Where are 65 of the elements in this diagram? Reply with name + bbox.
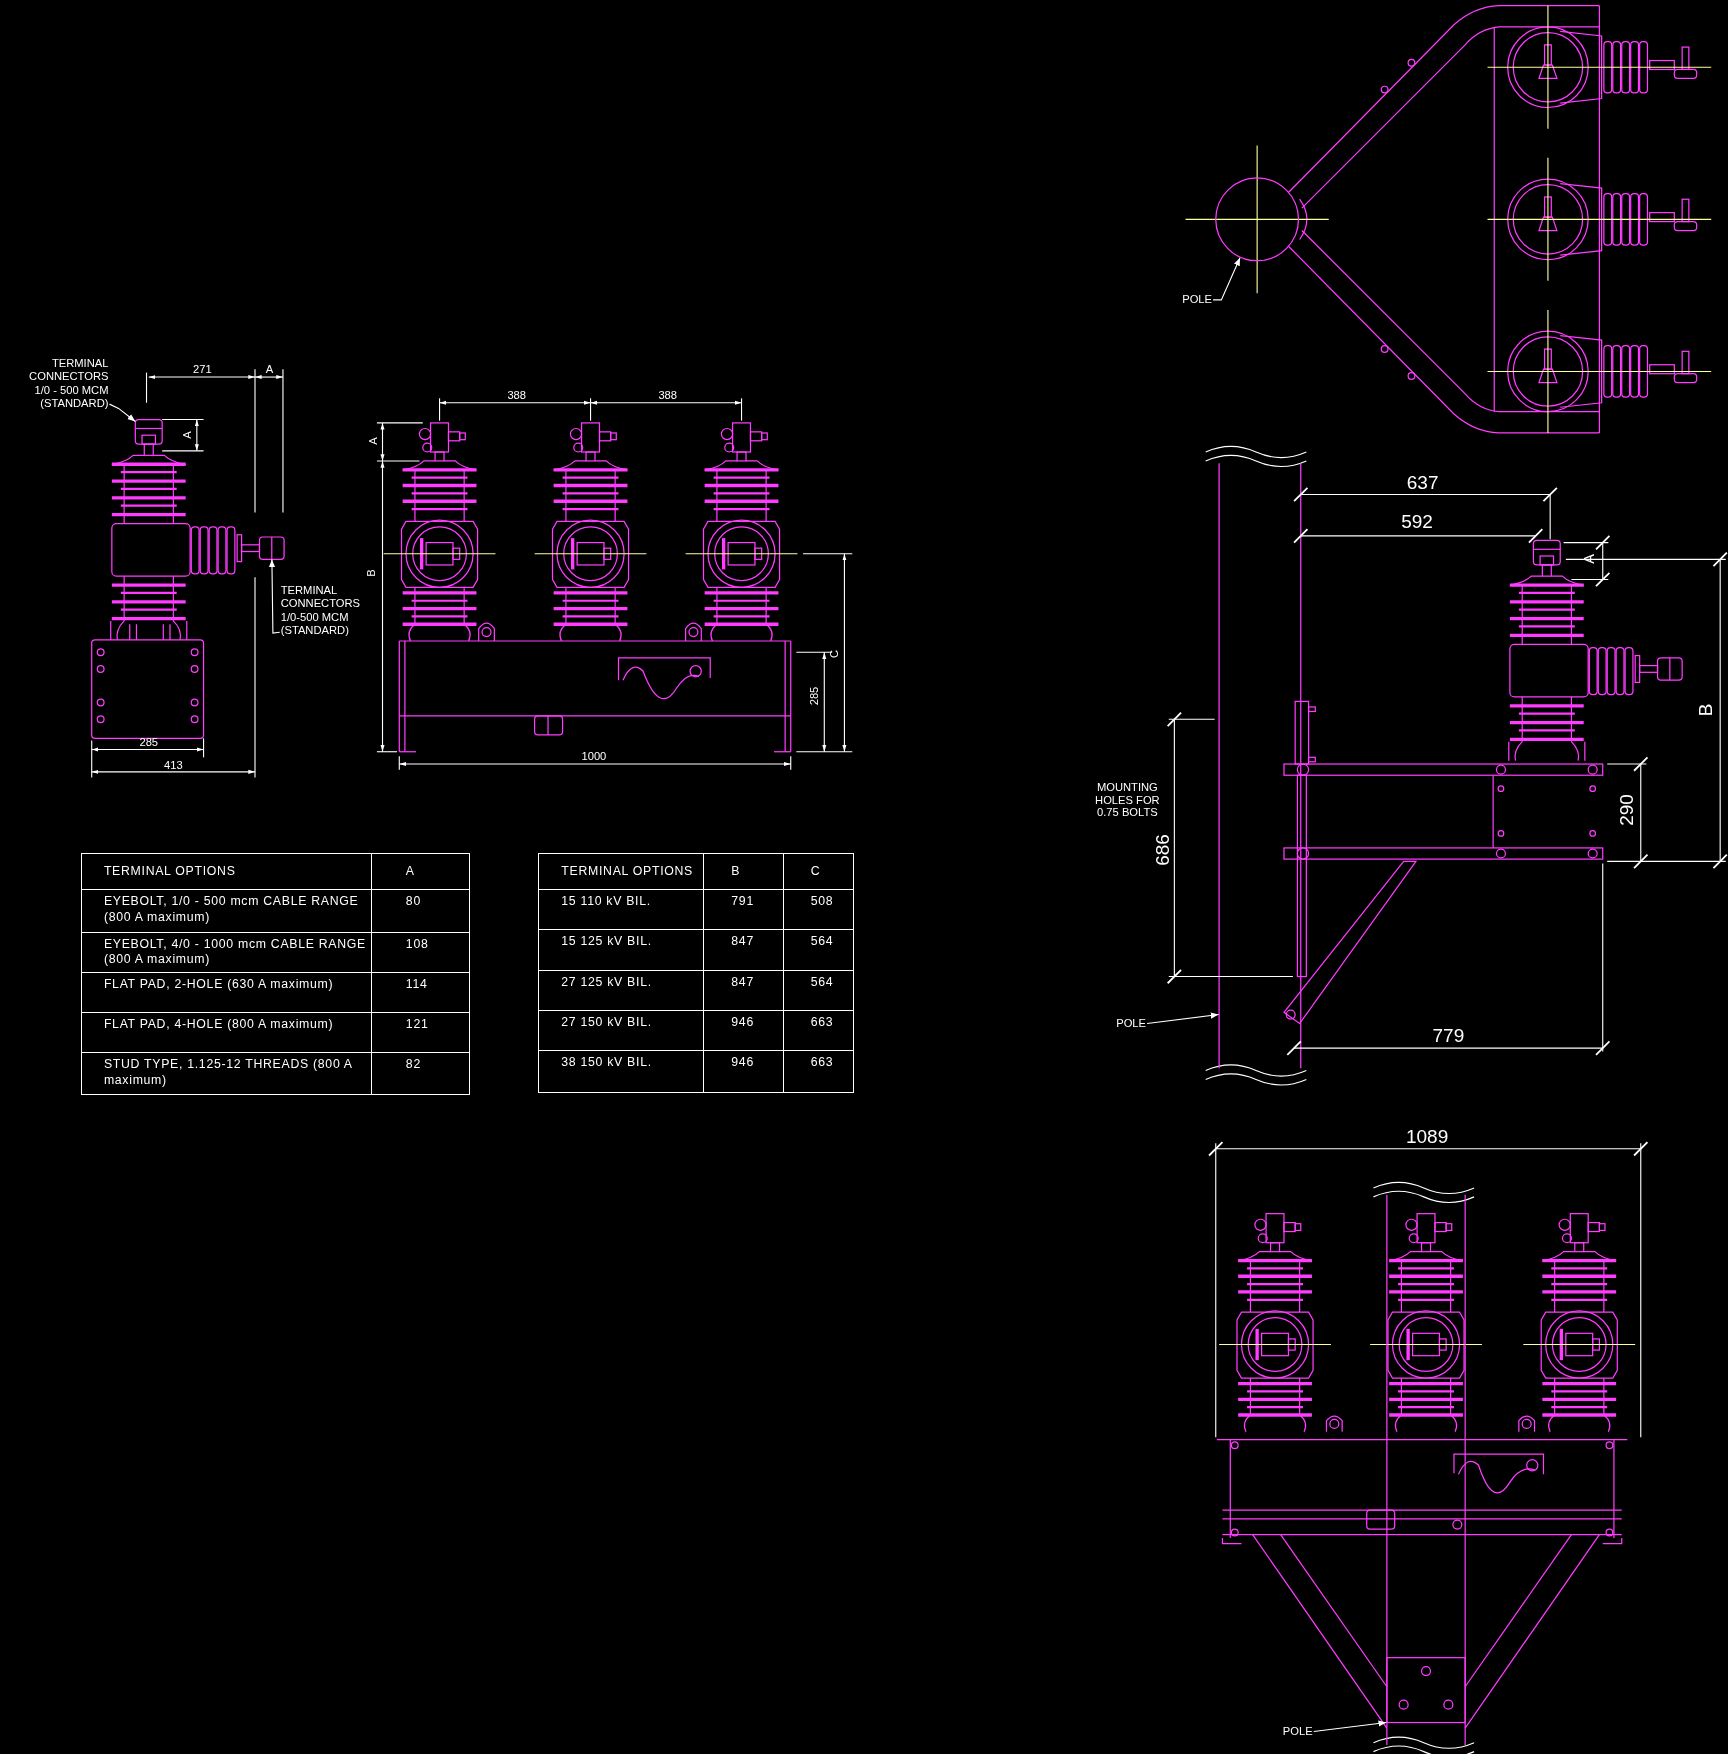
dimension-value: A: [265, 364, 274, 376]
option-text: EYEBOLT, 4/0 - 1000 mcm CABLE RANGE (800 A maximum): [103, 936, 367, 968]
pole: [1218, 462, 1302, 1069]
dimension-value: 564: [810, 974, 834, 991]
dimension-value: 271: [193, 364, 212, 376]
dimension-value: C: [829, 650, 842, 659]
dimension-value: 413: [164, 760, 183, 772]
dimension-value: 946: [731, 1055, 754, 1071]
dimension-value: 80: [405, 894, 421, 910]
callout-text: POLE: [1282, 1724, 1313, 1739]
option-text: EYEBOLT, 1/0 - 500 mcm CABLE RANGE (800 A maximum): [103, 894, 360, 926]
leader-line: [1313, 1720, 1387, 1733]
callout-text: TERMINAL CONNECTORS 1/0-500 MCM (STANDARD): [280, 583, 377, 638]
dimension-value: 285: [139, 737, 159, 749]
dimension-value: 508: [810, 894, 834, 910]
dimension-value: 663: [810, 1055, 834, 1071]
option-text: 38 150 kV BIL.: [561, 1055, 652, 1071]
pole-cross-section: [1215, 177, 1300, 262]
column-header: TERMINAL OPTIONS: [103, 863, 236, 880]
dimension-value: 564: [810, 934, 834, 951]
dimension-value: B: [1696, 703, 1716, 717]
option-text: STUD TYPE, 1.125-12 THREADS (800 A maximum): [103, 1057, 354, 1089]
option-text: 15 125 kV BIL.: [561, 934, 652, 951]
option-text: 27 150 kV BIL.: [561, 1014, 652, 1031]
dimension-value: 686: [1153, 834, 1173, 866]
leader-line: [1146, 1012, 1220, 1025]
terminal-connector: [258, 536, 285, 560]
dimension-value: 663: [810, 1014, 834, 1031]
leader-line: [108, 403, 136, 422]
dimension-value: 791: [731, 894, 754, 910]
callout-text: TERMINAL CONNECTORS 1/0 - 500 MCM (STANDARD): [14, 356, 109, 411]
option-text: FLAT PAD, 4-HOLE (800 A maximum): [103, 1017, 334, 1033]
dimension-value: 592: [1401, 512, 1433, 532]
dimension-value: 946: [731, 1014, 754, 1031]
pole: [1386, 1194, 1466, 1746]
callout-text: POLE: [1182, 293, 1213, 307]
note-text: MOUNTING HOLES FOR 0.75 BOLTS: [1094, 780, 1161, 819]
callout-text: POLE: [1116, 1016, 1147, 1031]
dimension-value: 1089: [1406, 1127, 1449, 1147]
dimension-value: 114: [405, 976, 428, 993]
dimension-value: 108: [405, 936, 429, 953]
column-header: TERMINAL OPTIONS: [561, 863, 693, 880]
dimension-value: A: [367, 436, 380, 445]
option-text: 15 110 kV BIL.: [561, 894, 651, 910]
dimension-value: 388: [658, 390, 677, 402]
dimension-value: 847: [731, 934, 754, 951]
terminal-connector: [134, 418, 163, 445]
dimension-value: 388: [507, 390, 527, 402]
leader-line: [268, 558, 281, 634]
column-header: C: [810, 863, 821, 880]
dimension-value: 290: [1617, 793, 1637, 826]
column-header: B: [731, 863, 741, 880]
dimension-value: 121: [405, 1017, 429, 1033]
column-header: A: [405, 863, 415, 880]
dimension-value: 1000: [581, 751, 607, 763]
dimension-value: 847: [731, 974, 754, 991]
dimension-value: 82: [405, 1057, 421, 1074]
dimension-value: 637: [1406, 473, 1439, 493]
dimension-value: B: [366, 568, 379, 577]
leader-line: [1212, 257, 1241, 301]
option-text: 27 125 kV BIL.: [561, 974, 652, 991]
dimension-value: A: [182, 431, 194, 439]
dimension-value: 285: [809, 686, 821, 705]
dimension-value: 779: [1432, 1026, 1465, 1046]
option-text: FLAT PAD, 2-HOLE (630 A maximum): [103, 976, 334, 993]
